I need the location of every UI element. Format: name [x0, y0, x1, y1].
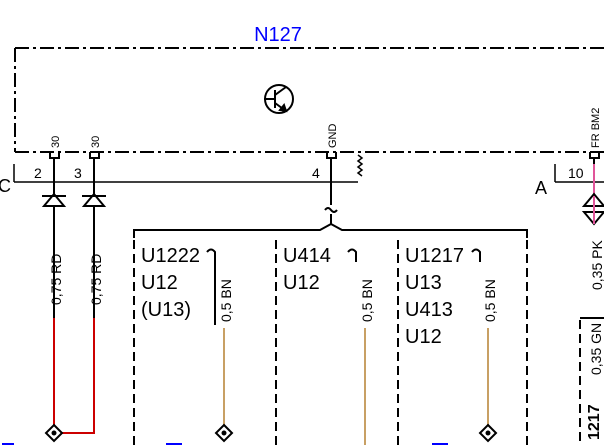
pink-wire-label: 0,35 PK [589, 240, 604, 290]
group-3-line-3: U413 [405, 299, 453, 321]
group-3-line-1: U1217 [405, 245, 464, 267]
green-wire-box [579, 317, 604, 445]
pin-2-number: 2 [34, 165, 42, 181]
brown-wires [206, 248, 489, 445]
red-wires [53, 164, 95, 434]
group-1-line-2: U12 [141, 272, 178, 294]
group-3-line-4: U12 [405, 326, 442, 348]
pin-10-number: 10 [568, 165, 584, 181]
group-2-line-2: U12 [283, 272, 320, 294]
diamond-connector-icon [44, 423, 498, 443]
brown-wire-3-label: 0,5 BN [482, 279, 498, 322]
group-1-line-1: U1222 [141, 245, 200, 267]
transistor-icon [264, 84, 294, 114]
pin-4-terminal-label: GND [327, 124, 339, 149]
red-wire-2-label: 0,75 RD [88, 254, 104, 305]
pin-3-number: 3 [74, 165, 82, 181]
connector-housing [13, 154, 604, 183]
group-3-line-2: U13 [405, 272, 442, 294]
group-separators [133, 240, 528, 445]
right-edge-code: 1217 [586, 404, 603, 440]
connector-a-label: A [535, 178, 547, 198]
ground-bracket [133, 164, 528, 238]
diamond-dots [51, 430, 491, 436]
pink-wire [581, 164, 604, 226]
pin-3-terminal-label: 30 [90, 136, 102, 148]
brown-wire-1-label: 0,5 BN [218, 279, 234, 322]
pin-4-number: 4 [312, 165, 320, 181]
group-1-line-3: (U13) [141, 299, 191, 321]
group-2-line-1: U414 [283, 245, 331, 267]
component-name: N127 [254, 24, 302, 46]
triangle-fuse-icon [41, 192, 107, 207]
pin-10-terminal-label: FR BM2 [590, 108, 602, 148]
brown-wire-2-label: 0,5 BN [359, 279, 375, 322]
pin-2-terminal-label: 30 [50, 136, 62, 148]
component-boundary [14, 47, 604, 153]
pin-terminals [49, 152, 600, 164]
red-wire-1-label: 0,75 RD [48, 254, 64, 305]
connector-c-label: C [0, 176, 11, 196]
green-wire-label: 0,35 GN [588, 323, 604, 375]
